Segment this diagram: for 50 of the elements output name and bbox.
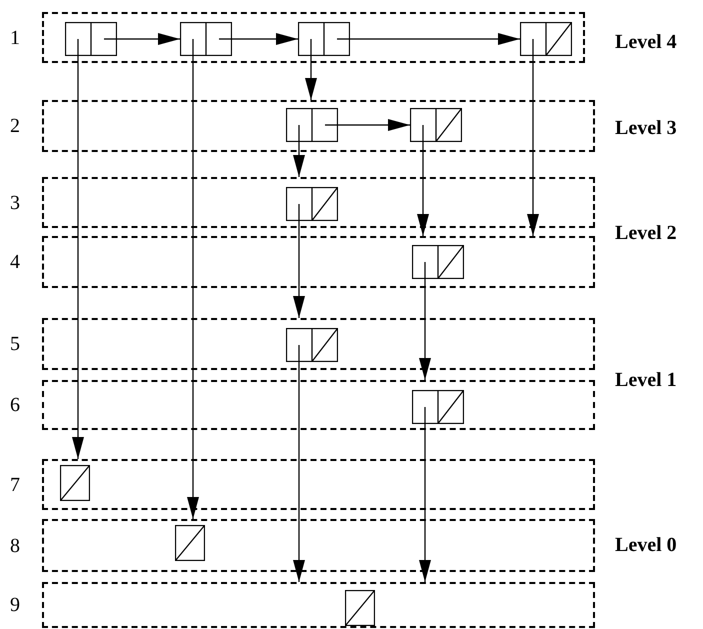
arrow: [417, 142, 429, 236]
pointer-cell: [180, 22, 232, 56]
dashed-band: [10, 12, 585, 63]
dashed-band: [10, 100, 595, 152]
row-number: 4: [10, 251, 20, 273]
dashed-band: [10, 459, 595, 510]
dashed-band: [10, 519, 595, 572]
row-number: 1: [10, 26, 20, 48]
arrow: [117, 33, 180, 45]
null-cell: [345, 590, 375, 626]
null-cell: [175, 525, 205, 561]
arrow: [419, 424, 431, 582]
pointer-cell: [412, 390, 464, 424]
level-label: Level 0: [615, 534, 677, 556]
pointer-cell: [286, 328, 338, 362]
dashed-band: [10, 582, 595, 628]
row-number: 3: [10, 192, 20, 214]
pointer-cell: [520, 22, 572, 56]
arrow: [338, 119, 410, 131]
arrow: [419, 279, 431, 380]
row-number: 8: [10, 534, 20, 556]
dashed-band: [10, 380, 595, 430]
dashed-band: [10, 177, 595, 228]
arrow: [72, 56, 84, 459]
row-number: 2: [10, 115, 20, 137]
arrow: [293, 142, 305, 177]
arrow: [187, 56, 199, 519]
row-number: 6: [10, 394, 20, 416]
level-label: Level 2: [615, 222, 677, 244]
arrow: [350, 33, 520, 45]
arrow: [232, 33, 298, 45]
arrow: [293, 362, 305, 582]
row-number: 5: [10, 333, 20, 355]
dashed-band: [10, 236, 595, 288]
level-label: Level 1: [615, 369, 677, 391]
level-label: Level 4: [615, 31, 677, 53]
dashed-band: [10, 318, 595, 370]
pointer-cell: [286, 108, 338, 142]
row-number: 9: [10, 594, 20, 616]
null-cell: [60, 465, 90, 501]
arrow: [293, 221, 305, 318]
level-label: Level 3: [615, 117, 677, 139]
arrow: [527, 56, 539, 236]
row-number: 7: [10, 474, 20, 496]
pointer-cell: [410, 108, 462, 142]
arrow: [305, 56, 317, 100]
pointer-cell: [412, 245, 464, 279]
pointer-cell: [298, 22, 350, 56]
pointer-cell: [286, 187, 338, 221]
pointer-cell: [65, 22, 117, 56]
